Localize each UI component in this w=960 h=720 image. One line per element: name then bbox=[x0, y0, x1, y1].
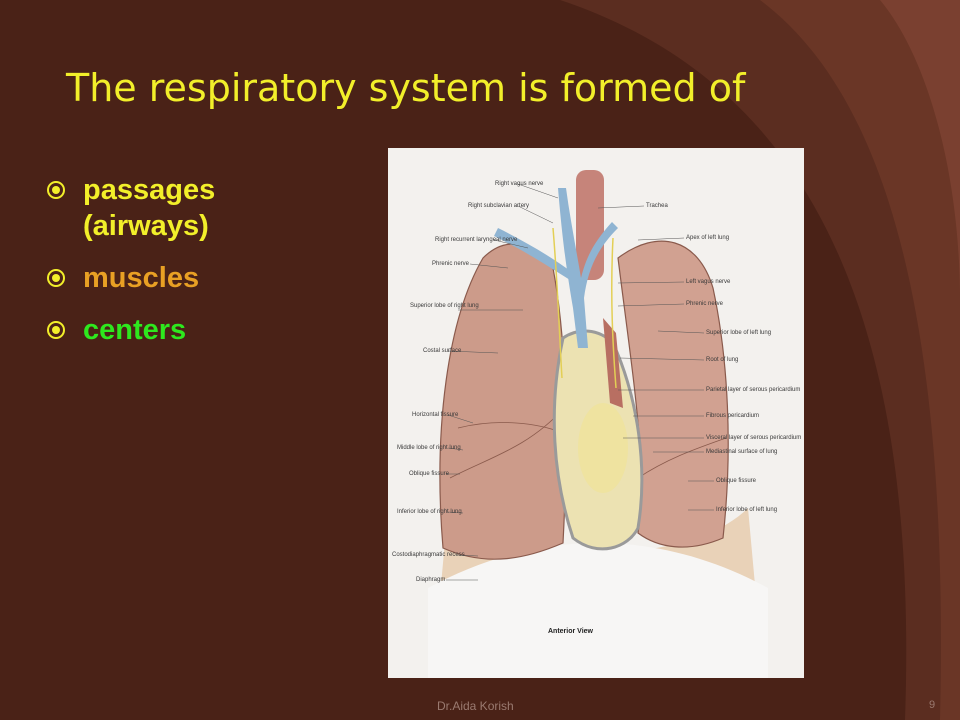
label-right-vagus-nerve: Right vagus nerve bbox=[495, 181, 544, 187]
label-middle-lobe-right-lung: Middle lobe of right lung bbox=[397, 445, 461, 451]
label-phrenic-nerve-right: Phrenic nerve bbox=[432, 261, 470, 267]
label-horizontal-fissure: Horizontal fissure bbox=[412, 412, 459, 418]
bullet-muscles: muscles bbox=[46, 260, 215, 296]
label-fibrous-pericardium: Fibrous pericardium bbox=[706, 413, 760, 419]
slide-page-number: 9 bbox=[929, 699, 936, 711]
bullet-list: passages (airways) muscles centers bbox=[46, 172, 215, 364]
label-inferior-lobe-right-lung: Inferior lobe of right lung bbox=[397, 509, 462, 515]
label-superior-lobe-left-lung: Superior lobe of left lung bbox=[706, 330, 772, 336]
label-costodiaphragmatic-recess: Costodiaphragmatic recess bbox=[392, 552, 465, 558]
label-left-vagus-nerve: Left vagus nerve bbox=[686, 279, 731, 285]
figure-view-label: Anterior View bbox=[548, 628, 593, 635]
label-right-subclavian-artery: Right subclavian artery bbox=[468, 203, 530, 209]
bullet-text: muscles bbox=[83, 262, 200, 294]
bullet-centers: centers bbox=[46, 312, 215, 348]
label-phrenic-nerve-left: Phrenic nerve bbox=[686, 301, 724, 307]
label-root-of-lung: Root of lung bbox=[706, 357, 739, 363]
bullet-text: passages bbox=[83, 174, 216, 206]
label-trachea: Trachea bbox=[646, 203, 668, 209]
label-inferior-lobe-left-lung: Inferior lobe of left lung bbox=[716, 507, 778, 513]
circle-bullet-icon bbox=[47, 321, 65, 339]
lung-illustration bbox=[428, 170, 768, 678]
lung-anatomy-figure: Right vagus nerve Right subclavian arter… bbox=[388, 148, 804, 678]
label-visceral-layer-serous-pericardium: Visceral layer of serous pericardium bbox=[706, 435, 802, 441]
bullet-text-continued: (airways) bbox=[83, 210, 209, 242]
slide-footer-author: Dr.Aida Korish bbox=[437, 699, 514, 713]
bullet-passages: passages (airways) bbox=[46, 172, 215, 244]
label-costal-surface: Costal surface bbox=[423, 348, 462, 354]
label-oblique-fissure-right: Oblique fissure bbox=[409, 471, 450, 477]
label-mediastinal-surface-lung: Mediastinal surface of lung bbox=[706, 449, 778, 455]
bullet-text: centers bbox=[83, 314, 187, 346]
slide-title: The respiratory system is formed of bbox=[66, 66, 746, 110]
circle-bullet-icon bbox=[47, 181, 65, 199]
label-parietal-layer-serous-pericardium: Parietal layer of serous pericardium bbox=[706, 387, 801, 393]
circle-bullet-icon bbox=[47, 269, 65, 287]
label-right-recurrent-laryngeal-nerve: Right recurrent laryngeal nerve bbox=[435, 237, 518, 243]
label-apex-left-lung: Apex of left lung bbox=[686, 235, 730, 241]
label-superior-lobe-right-lung: Superior lobe of right lung bbox=[410, 303, 479, 309]
label-diaphragm: Diaphragm bbox=[416, 577, 446, 583]
label-oblique-fissure-left: Oblique fissure bbox=[716, 478, 757, 484]
